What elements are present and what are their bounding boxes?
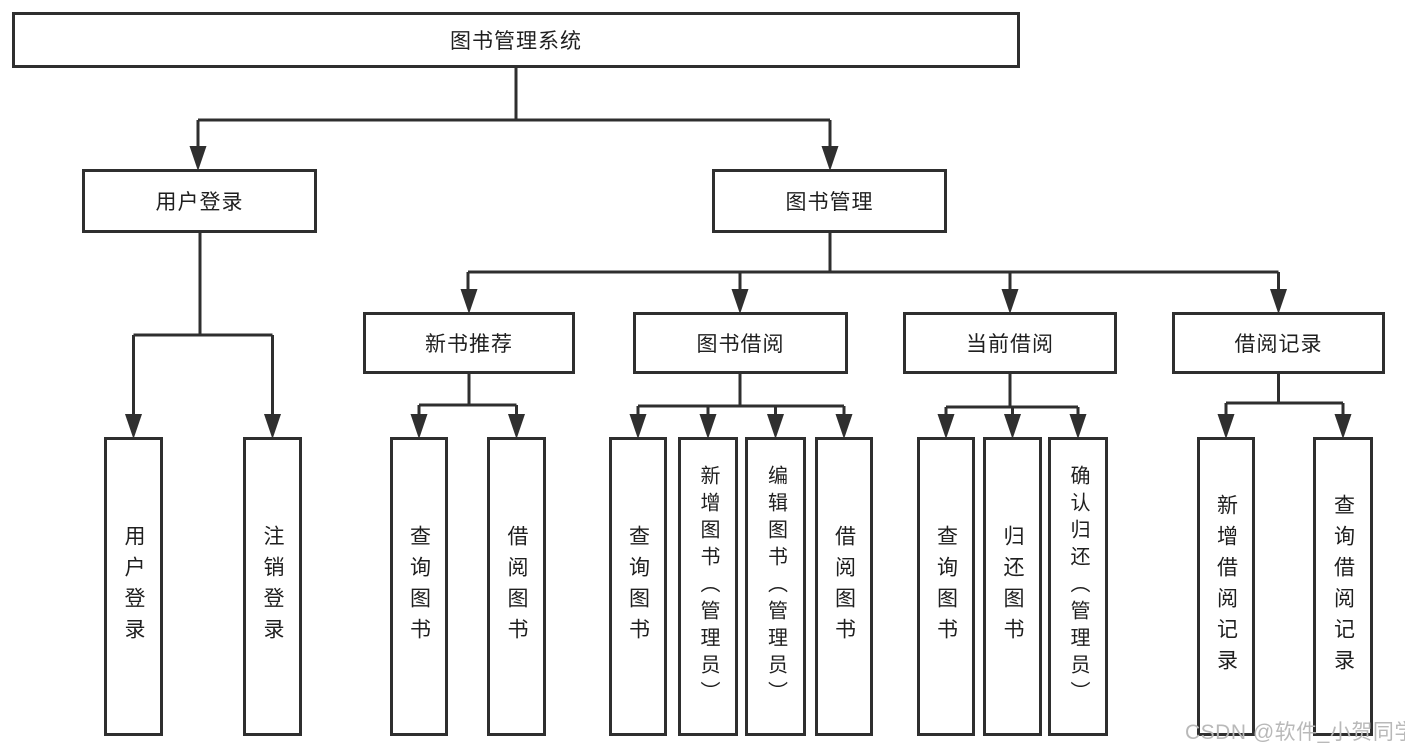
node-query-books: 查询图书: [917, 437, 975, 736]
node-logout: 注销登录: [243, 437, 302, 736]
node-book-management: 图书管理: [712, 169, 947, 233]
arrow-down-icon: [1069, 414, 1087, 439]
node-new-book-recommend: 新书推荐: [363, 312, 575, 374]
arrow-down-icon: [410, 414, 428, 439]
arrow-down-icon: [1270, 289, 1287, 314]
csdn-watermark: CSDN @软件_小贺同学: [1185, 721, 1405, 744]
arrow-down-icon: [1217, 414, 1235, 439]
node-library-management-system: 图书管理系统: [12, 12, 1020, 68]
arrow-down-icon: [699, 414, 717, 439]
arrow-down-icon: [264, 414, 281, 439]
node-user-login-group: 用户登录: [82, 169, 317, 233]
arrow-down-icon: [821, 146, 839, 171]
node-current-borrowing: 当前借阅: [903, 312, 1117, 374]
node-add-book-admin: 新增图书（管理员）: [678, 437, 738, 736]
arrow-down-icon: [1004, 414, 1021, 439]
arrow-down-icon: [460, 289, 478, 314]
arrow-down-icon: [189, 146, 207, 171]
arrowhead-icons: [125, 146, 1352, 439]
node-confirm-return-admin: 确认归还（管理员）: [1048, 437, 1108, 736]
arrow-down-icon: [508, 414, 525, 439]
node-query-books: 查询图书: [390, 437, 448, 736]
node-user-login: 用户登录: [104, 437, 163, 736]
arrow-down-icon: [937, 414, 955, 439]
arrow-down-icon: [767, 414, 784, 439]
arrow-down-icon: [1334, 414, 1352, 439]
node-borrow-books: 借阅图书: [487, 437, 546, 736]
node-query-books: 查询图书: [609, 437, 667, 736]
arrow-down-icon: [1001, 289, 1019, 314]
node-query-borrow-record: 查询借阅记录: [1313, 437, 1373, 736]
node-book-borrowing: 图书借阅: [633, 312, 848, 374]
node-add-borrow-record: 新增借阅记录: [1197, 437, 1255, 736]
arrow-down-icon: [731, 289, 749, 314]
node-return-books: 归还图书: [983, 437, 1042, 736]
node-borrow-books: 借阅图书: [815, 437, 873, 736]
arrow-down-icon: [629, 414, 647, 439]
arrow-down-icon: [125, 414, 142, 439]
tree-branch-lines: [132, 68, 1345, 415]
node-borrowing-records: 借阅记录: [1172, 312, 1385, 374]
node-edit-book-admin: 编辑图书（管理员）: [745, 437, 806, 736]
arrow-down-icon: [835, 414, 853, 439]
